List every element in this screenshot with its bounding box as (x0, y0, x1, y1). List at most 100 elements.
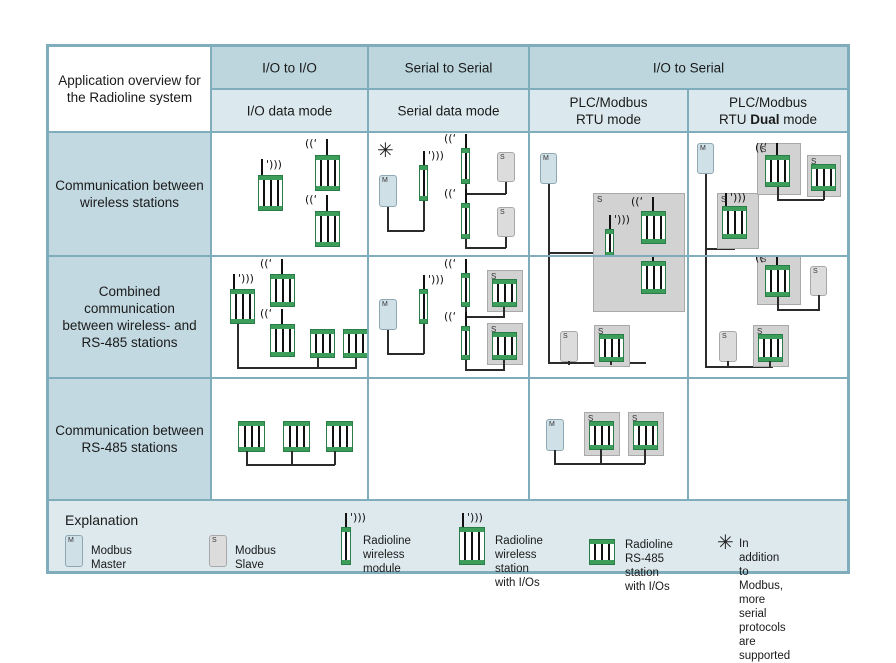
station-slot (270, 180, 272, 206)
module-slot (608, 234, 611, 252)
module-cap-top (420, 166, 427, 170)
station-cap-top (723, 207, 746, 211)
dual-line-2-post: mode (779, 111, 818, 127)
wire-segment (769, 361, 771, 367)
station-slot (320, 216, 322, 242)
station-cap-top (316, 212, 339, 216)
row-label-rs485-stations: Communication between RS-485 stations (48, 378, 211, 500)
wire-segment (237, 324, 239, 368)
header-mode-io-data: I/O data mode (211, 89, 368, 132)
module-slot (345, 532, 347, 560)
station-cap-top (493, 280, 516, 284)
station-slot (327, 160, 329, 186)
radio-waves-icon: '))) (428, 273, 444, 286)
modbus-slave-tag: S (761, 256, 767, 264)
wire-segment (387, 230, 424, 232)
row1-line-2: wireless stations (79, 195, 180, 210)
station-cap-top (642, 212, 665, 216)
wire-segment (823, 191, 825, 200)
station-slot (464, 532, 466, 560)
legend-item-wireless-station-io-label: Radioline wireless station with I/Os (495, 535, 543, 589)
wire-segment (237, 367, 357, 369)
station-slot (770, 339, 772, 357)
header-group-io-to-io-label: I/O to I/O (262, 60, 317, 75)
station-slot (604, 339, 606, 357)
module-cap-top (462, 149, 469, 153)
antenna-mast-icon (345, 513, 347, 529)
wire-segment (705, 366, 773, 368)
antenna-mast-icon (776, 257, 778, 267)
wire-segment (554, 463, 645, 465)
module-slot (464, 278, 467, 302)
antenna-mast-icon (462, 513, 464, 529)
station-body (283, 421, 310, 452)
module-body (461, 273, 470, 307)
station-slot (618, 339, 620, 357)
module-cap-top (462, 327, 469, 331)
station-cap-top (316, 156, 339, 160)
module-slot (464, 331, 467, 355)
station-slot (339, 426, 341, 447)
station-slot (346, 426, 348, 447)
legend-title: Explanation (65, 512, 139, 528)
wire-segment (548, 252, 614, 254)
header-mode-serial-data: Serial data mode (368, 89, 529, 132)
station-cap-top (327, 422, 352, 426)
station-slot (611, 339, 613, 357)
modbus-slave-tag: S (491, 272, 497, 281)
station-slot (303, 426, 305, 447)
radio-waves-icon: ((‘ (755, 256, 768, 264)
station-slot (329, 334, 331, 353)
wire-segment (644, 449, 646, 464)
station-slot (784, 160, 786, 182)
station-slot (334, 160, 336, 186)
station-cap-top (460, 528, 484, 532)
station-slot (504, 337, 506, 355)
modbus-master-box: M (379, 175, 397, 207)
modbus-slave-tag: S (563, 333, 568, 340)
radio-waves-icon: ((‘ (444, 132, 457, 145)
station-body (722, 206, 747, 239)
wire-segment (246, 464, 335, 466)
modbus-slave-box: S (497, 152, 515, 182)
wire-segment (777, 199, 824, 201)
modbus-slave-tag: S (757, 327, 763, 336)
station-slot (608, 426, 610, 445)
station-cap-top (311, 330, 334, 334)
row-label-wireless-stations-text: Communication between wireless stations (49, 177, 210, 211)
radio-waves-icon: '))) (614, 213, 630, 226)
dual-line-1: PLC/Modbus (728, 94, 808, 110)
station-slot (362, 334, 364, 353)
station-cap-bottom (259, 206, 282, 210)
row-label-combined: Combined communication between wireless-… (48, 256, 211, 378)
station-cap-top (271, 275, 294, 279)
header-group-io-to-serial: I/O to Serial (529, 46, 848, 89)
station-slot (497, 337, 499, 355)
radio-waves-icon: ((‘ (444, 257, 457, 270)
station-cap-bottom (759, 357, 782, 361)
station-slot (235, 294, 237, 319)
dual-line-2-pre: RTU (718, 111, 751, 127)
station-body (599, 334, 624, 362)
modbus-slave-tag: S (597, 195, 603, 204)
wire-segment (387, 207, 389, 231)
row2-line-1: Combined communication (84, 284, 175, 316)
station-body (492, 332, 517, 360)
row3-line-1: Communication between (55, 423, 204, 438)
station-slot (646, 266, 648, 289)
station-slot (594, 426, 596, 445)
station-slot (601, 426, 603, 445)
wire-segment (465, 247, 506, 249)
row-label-wireless-stations: Communication between wireless stations (48, 132, 211, 256)
radio-waves-icon: '))) (350, 511, 366, 524)
station-slot (645, 426, 647, 445)
antenna-mast-icon (725, 193, 727, 208)
module-body (419, 165, 428, 201)
wire-segment (465, 360, 467, 371)
header-mode-io-data-label: I/O data mode (246, 103, 333, 118)
radio-waves-icon: ((‘ (444, 187, 457, 200)
station-slot (741, 211, 743, 234)
modbus-slave-tag: S (500, 209, 505, 216)
antenna-mast-icon (233, 274, 235, 291)
cell-r2-plc-modbus-rtu: ((‘ S S (529, 256, 688, 378)
